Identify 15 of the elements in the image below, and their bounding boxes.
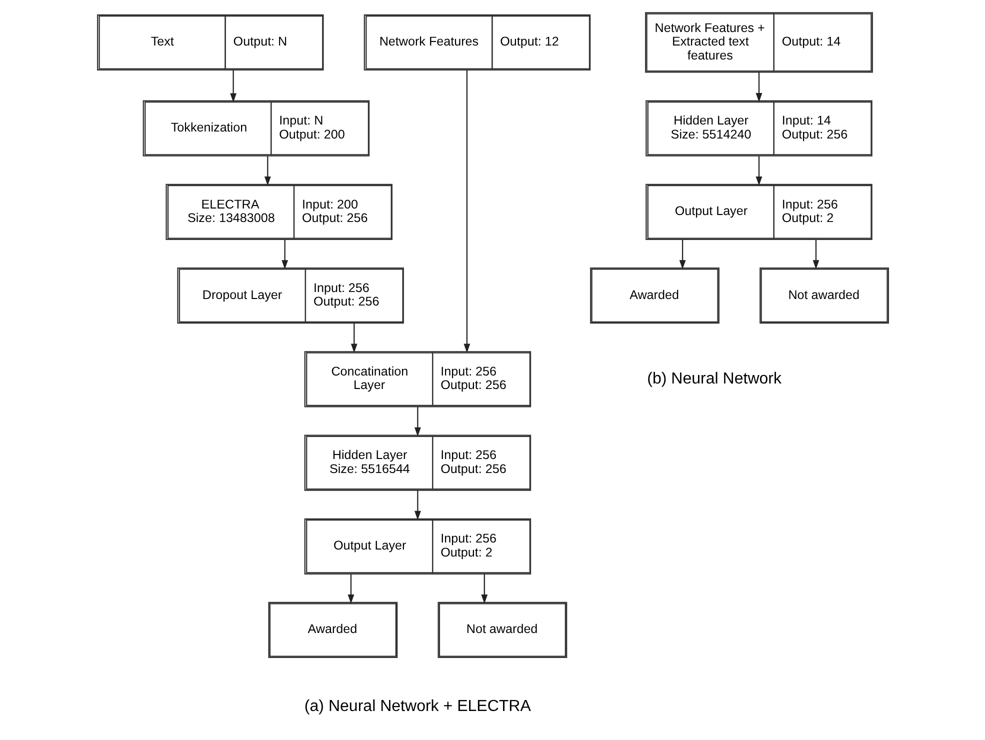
arrow [755,72,762,102]
arrow [230,70,236,102]
label: (a) Neural Network + ELECTRA [304,696,530,715]
arrow [281,240,288,270]
arrow [755,156,762,186]
arrow [264,156,270,186]
label: (b) Neural Network [646,369,782,388]
arrow [480,574,488,604]
arrow [812,240,819,270]
arrow [414,490,420,520]
arrow [347,574,354,604]
arrow [350,323,357,353]
arrow [414,407,420,436]
arrow [678,240,686,270]
arrow [463,70,470,353]
